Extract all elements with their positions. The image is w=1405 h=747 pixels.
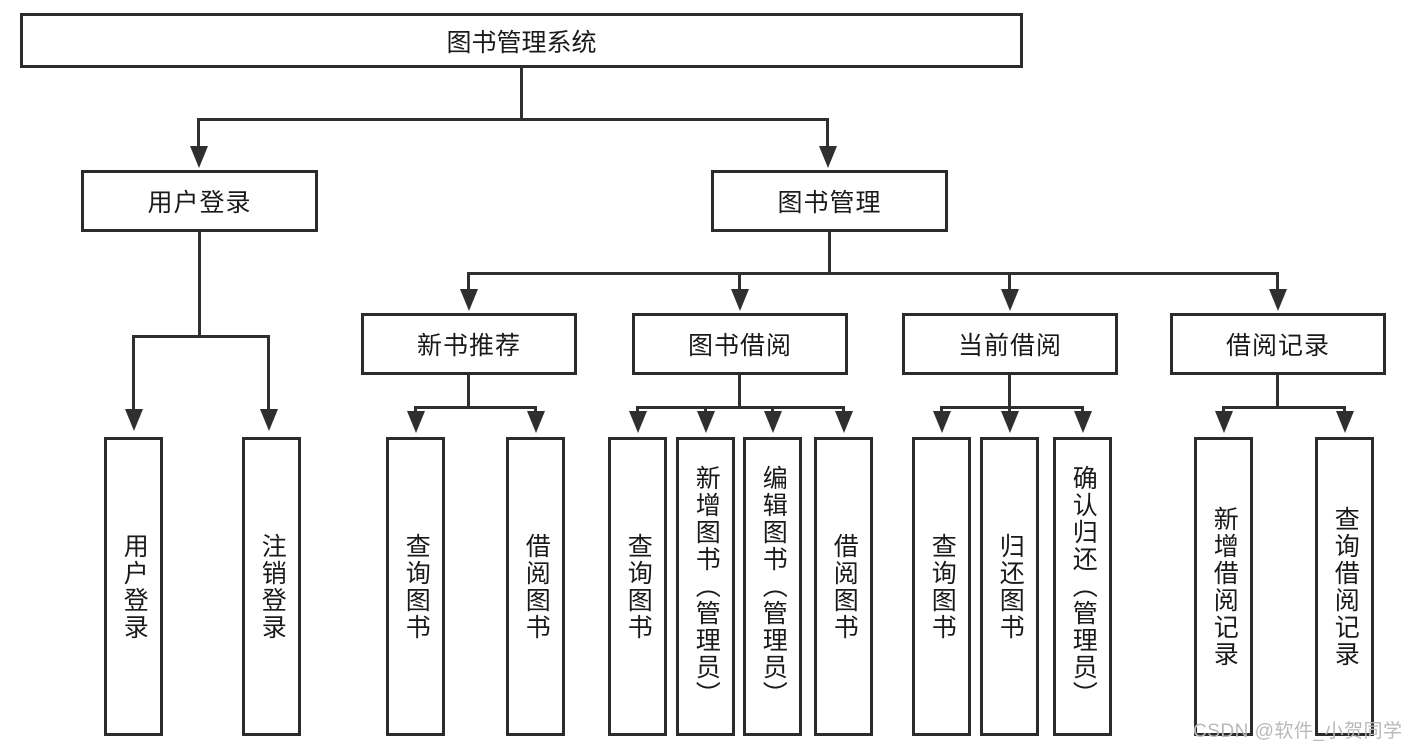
connector-root-drop-left [197, 118, 200, 146]
node-label: 新书推荐 [416, 332, 521, 360]
arrow-to-leaf-user-login [125, 409, 143, 431]
connector-borrow-record-drop-2 [1343, 406, 1346, 411]
arrow-to-leaf-logout [260, 409, 278, 431]
connector-book-borrow-drop-3 [771, 406, 774, 411]
leaf-label: 查询图书 [402, 532, 431, 641]
arrow-to-current-borrow [1001, 289, 1019, 311]
arrow-to-leaf-query-book-3 [933, 411, 951, 433]
arrow-to-leaf-edit-book [764, 411, 782, 433]
connector-new-book-bus [414, 406, 537, 409]
connector-book-management-stem [828, 232, 831, 272]
connector-borrow-record-drop-1 [1222, 406, 1225, 411]
connector-current-borrow-drop-1 [940, 406, 943, 411]
node-label: 图书管理系统 [446, 28, 597, 57]
node-label: 用户登录 [147, 189, 252, 217]
leaf-label: 编辑图书（管理员） [759, 465, 788, 708]
connector-user-login-bus [132, 335, 270, 338]
connector-new-book-drop-1 [414, 406, 417, 411]
leaf-label: 新增图书（管理员） [692, 465, 721, 708]
leaf-label: 借阅图书 [830, 532, 859, 641]
arrow-to-leaf-return-book [1001, 411, 1019, 433]
arrow-to-user-login [190, 146, 208, 168]
connector-l3-drop-3 [1008, 272, 1011, 289]
connector-root-bus [197, 118, 829, 121]
node-user-login[interactable]: 用户登录 [81, 170, 318, 232]
leaf-return-book[interactable]: 归还图书 [980, 437, 1039, 736]
connector-l3-drop-4 [1276, 272, 1279, 289]
connector-current-borrow-stem [1008, 375, 1011, 406]
node-book-management[interactable]: 图书管理 [711, 170, 948, 232]
leaf-label: 查询借阅记录 [1331, 505, 1360, 668]
arrow-to-leaf-query-book-2 [629, 411, 647, 433]
connector-l3-drop-1 [467, 272, 470, 289]
connector-book-borrow-stem [738, 375, 741, 406]
node-current-borrow[interactable]: 当前借阅 [902, 313, 1118, 375]
connector-book-borrow-bus [636, 406, 845, 409]
csdn-watermark: CSDN @软件_小贺同学 [1193, 721, 1403, 742]
connector-root-drop-right [826, 118, 829, 146]
node-label: 图书管理 [777, 189, 882, 217]
leaf-query-book-3[interactable]: 查询图书 [912, 437, 971, 736]
leaf-user-login[interactable]: 用户登录 [104, 437, 163, 736]
node-root-system[interactable]: 图书管理系统 [20, 13, 1023, 68]
leaf-label: 用户登录 [120, 532, 149, 641]
leaf-label: 新增借阅记录 [1210, 505, 1239, 668]
arrow-to-leaf-borrow-book-1 [527, 411, 545, 433]
leaf-add-book-admin[interactable]: 新增图书（管理员） [676, 437, 735, 736]
leaf-borrow-book-2[interactable]: 借阅图书 [814, 437, 873, 736]
leaf-label: 注销登录 [258, 532, 287, 641]
connector-user-login-drop-2 [267, 335, 270, 409]
connector-borrow-record-stem [1276, 375, 1279, 406]
leaf-label: 查询图书 [928, 532, 957, 641]
connector-user-login-drop-1 [132, 335, 135, 409]
connector-book-management-bus [467, 272, 1279, 275]
leaf-query-book-2[interactable]: 查询图书 [608, 437, 667, 736]
arrow-to-new-book-rec [460, 289, 478, 311]
arrow-to-leaf-query-book-1 [407, 411, 425, 433]
connector-root-stem [520, 68, 523, 118]
connector-user-login-stem [198, 232, 201, 335]
connector-current-borrow-drop-2 [1008, 406, 1011, 411]
leaf-label: 确认归还（管理员） [1069, 465, 1098, 708]
node-label: 图书借阅 [687, 332, 792, 360]
connector-new-book-drop-2 [534, 406, 537, 411]
leaf-confirm-return-admin[interactable]: 确认归还（管理员） [1053, 437, 1112, 736]
connector-book-borrow-drop-1 [636, 406, 639, 411]
arrow-to-borrow-record [1269, 289, 1287, 311]
connector-current-borrow-bus [940, 406, 1084, 409]
node-book-borrow[interactable]: 图书借阅 [632, 313, 848, 375]
connector-current-borrow-drop-3 [1081, 406, 1084, 411]
leaf-edit-book-admin[interactable]: 编辑图书（管理员） [743, 437, 802, 736]
node-label: 借阅记录 [1225, 332, 1330, 360]
node-new-book-recommend[interactable]: 新书推荐 [361, 313, 577, 375]
leaf-label: 归还图书 [996, 532, 1025, 641]
leaf-query-book-1[interactable]: 查询图书 [386, 437, 445, 736]
leaf-logout[interactable]: 注销登录 [242, 437, 301, 736]
connector-book-borrow-drop-2 [704, 406, 707, 411]
connector-borrow-record-bus [1222, 406, 1346, 409]
arrow-to-leaf-borrow-book-2 [835, 411, 853, 433]
arrow-to-leaf-query-record [1336, 411, 1354, 433]
leaf-label: 借阅图书 [522, 532, 551, 641]
connector-book-borrow-drop-4 [842, 406, 845, 411]
leaf-query-borrow-record[interactable]: 查询借阅记录 [1315, 437, 1374, 736]
arrow-to-book-borrow [731, 289, 749, 311]
leaf-label: 查询图书 [624, 532, 653, 641]
arrow-to-leaf-add-record [1215, 411, 1233, 433]
connector-l3-drop-2 [738, 272, 741, 289]
arrow-to-book-management [819, 146, 837, 168]
connector-new-book-stem [467, 375, 470, 406]
arrow-to-leaf-confirm-return [1074, 411, 1092, 433]
leaf-add-borrow-record[interactable]: 新增借阅记录 [1194, 437, 1253, 736]
arrow-to-leaf-add-book [697, 411, 715, 433]
leaf-borrow-book-1[interactable]: 借阅图书 [506, 437, 565, 736]
node-label: 当前借阅 [957, 332, 1062, 360]
node-borrow-record[interactable]: 借阅记录 [1170, 313, 1386, 375]
